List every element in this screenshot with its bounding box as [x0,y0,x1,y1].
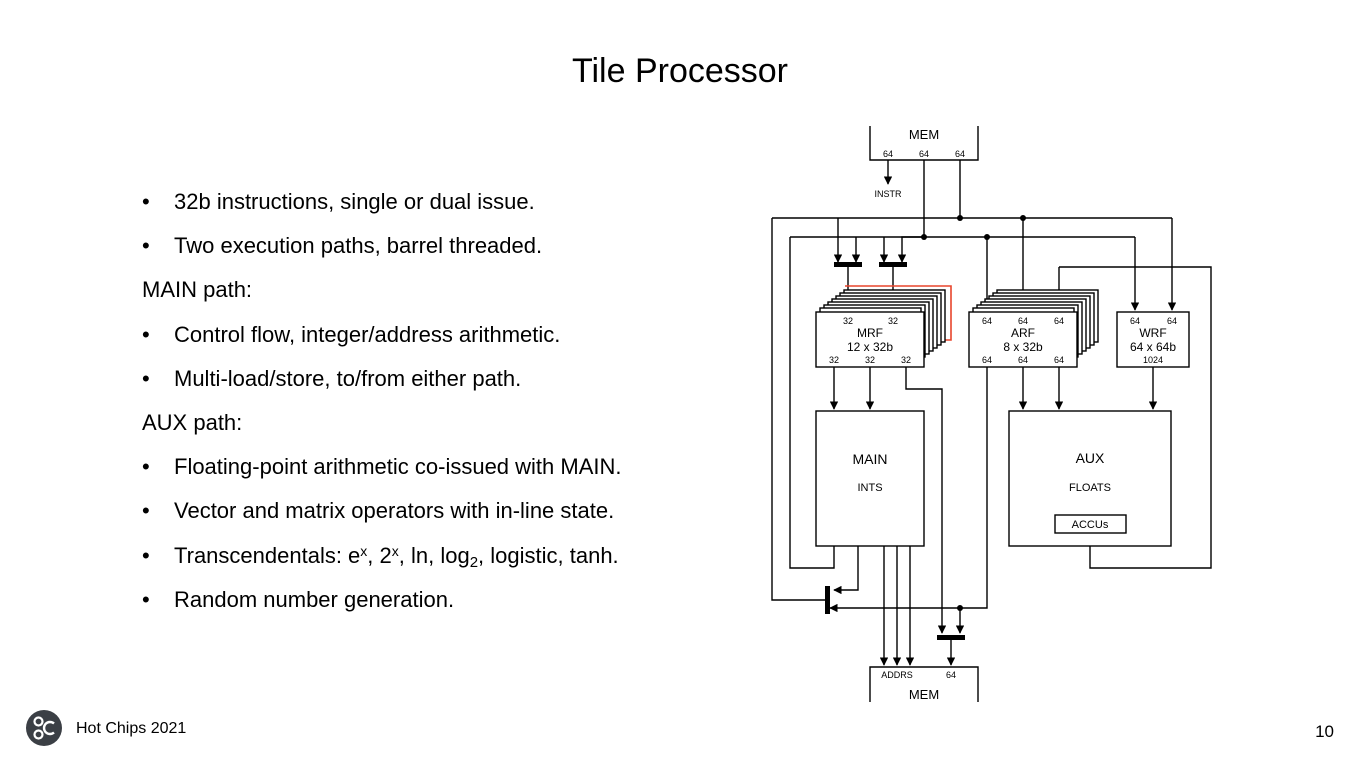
wrf-size: 64 x 64b [1130,340,1176,354]
mem-top-label: MEM [909,127,939,142]
subscript: 2 [469,553,479,571]
mrf-size: 12 x 32b [847,340,893,354]
main-execution-unit: MAIN INTS [815,410,925,547]
port-label: 1024 [1143,355,1163,365]
footer-event-name: Hot Chips 2021 [76,720,187,737]
port-label: 64 [1054,316,1064,326]
arf-size: 8 x 32b [1003,340,1043,354]
mrf-name: MRF [857,326,883,340]
port-label: 32 [888,316,898,326]
text-run: , logistic, tanh. [478,542,619,568]
bullet-item: Random number generation. [142,578,702,622]
mem-top-box: MEM 64 64 64 [869,126,979,161]
aux-execution-unit: AUX FLOATS ACCUs [1008,410,1172,547]
port-label: 32 [829,355,839,365]
port-label: 64 [1167,316,1177,326]
port-label: 64 [982,355,992,365]
hot-chips-logo-icon [26,710,62,746]
port-label: 64 [919,149,929,159]
port-label: 64 [1054,355,1064,365]
mem-bottom-box: ADDRS 64 MEM [869,666,979,702]
accu-box [1054,514,1127,534]
main-output-wiring [879,546,965,666]
port-label: 64 [883,149,893,159]
bullet-item: Control flow, integer/address arithmetic… [142,313,702,357]
port-label: 64 [1018,316,1028,326]
port-label: 32 [843,316,853,326]
port-label: 64 [946,670,956,680]
port-label: ADDRS [881,670,913,680]
text-run: , ln, log [398,542,470,568]
wrf-name: WRF [1139,326,1166,340]
port-label: 64 [955,149,965,159]
slide-title: Tile Processor [571,52,789,90]
port-label: 64 [1018,355,1028,365]
bullet-item: Multi-load/store, to/from either path. [142,357,702,401]
top-wiring [772,160,1212,569]
mrf-register-file: 32 32 MRF 12 x 32b 32 32 32 [815,285,952,368]
arf-register-file: 64 64 64 ARF 8 x 32b 64 64 64 [968,289,1099,368]
main-sub: INTS [857,482,882,494]
rf-output-wiring [829,367,1158,634]
aux-name: AUX [1076,450,1105,466]
instr-label: INSTR [875,189,903,199]
port-label: 32 [865,355,875,365]
bullet-item: 32b instructions, single or dual issue. [142,180,702,224]
superscript: x [391,542,399,559]
arf-name: ARF [1011,326,1035,340]
section-heading-main: MAIN path: [142,277,253,303]
bullet-list: 32b instructions, single or dual issue. … [142,180,702,622]
port-label: 64 [1130,316,1140,326]
bullet-item: Floating-point arithmetic co-issued with… [142,445,702,489]
section-heading-aux: AUX path: [142,409,243,435]
port-label: 64 [982,316,992,326]
text-run: Transcendentals: e [174,542,361,568]
bullet-item: Vector and matrix operators with in-line… [142,489,702,533]
accu-label: ACCUs [1072,519,1109,531]
port-label: 32 [901,355,911,365]
wrf-register-file: 64 64 WRF 64 x 64b 1024 [1116,311,1190,368]
aux-sub: FLOATS [1069,482,1111,494]
mrf-highlight-outline [845,285,952,341]
superscript: x [360,542,368,559]
bullet-item-transcendentals: Transcendentals: ex, 2x, ln, log2, logis… [142,534,702,578]
page-number: 10 [1315,722,1334,741]
bullet-item: Two execution paths, barrel threaded. [142,224,702,268]
text-run: , 2 [367,542,392,568]
feedback-wiring [771,218,859,614]
mem-bottom-label: MEM [909,687,939,702]
main-name: MAIN [853,451,888,467]
